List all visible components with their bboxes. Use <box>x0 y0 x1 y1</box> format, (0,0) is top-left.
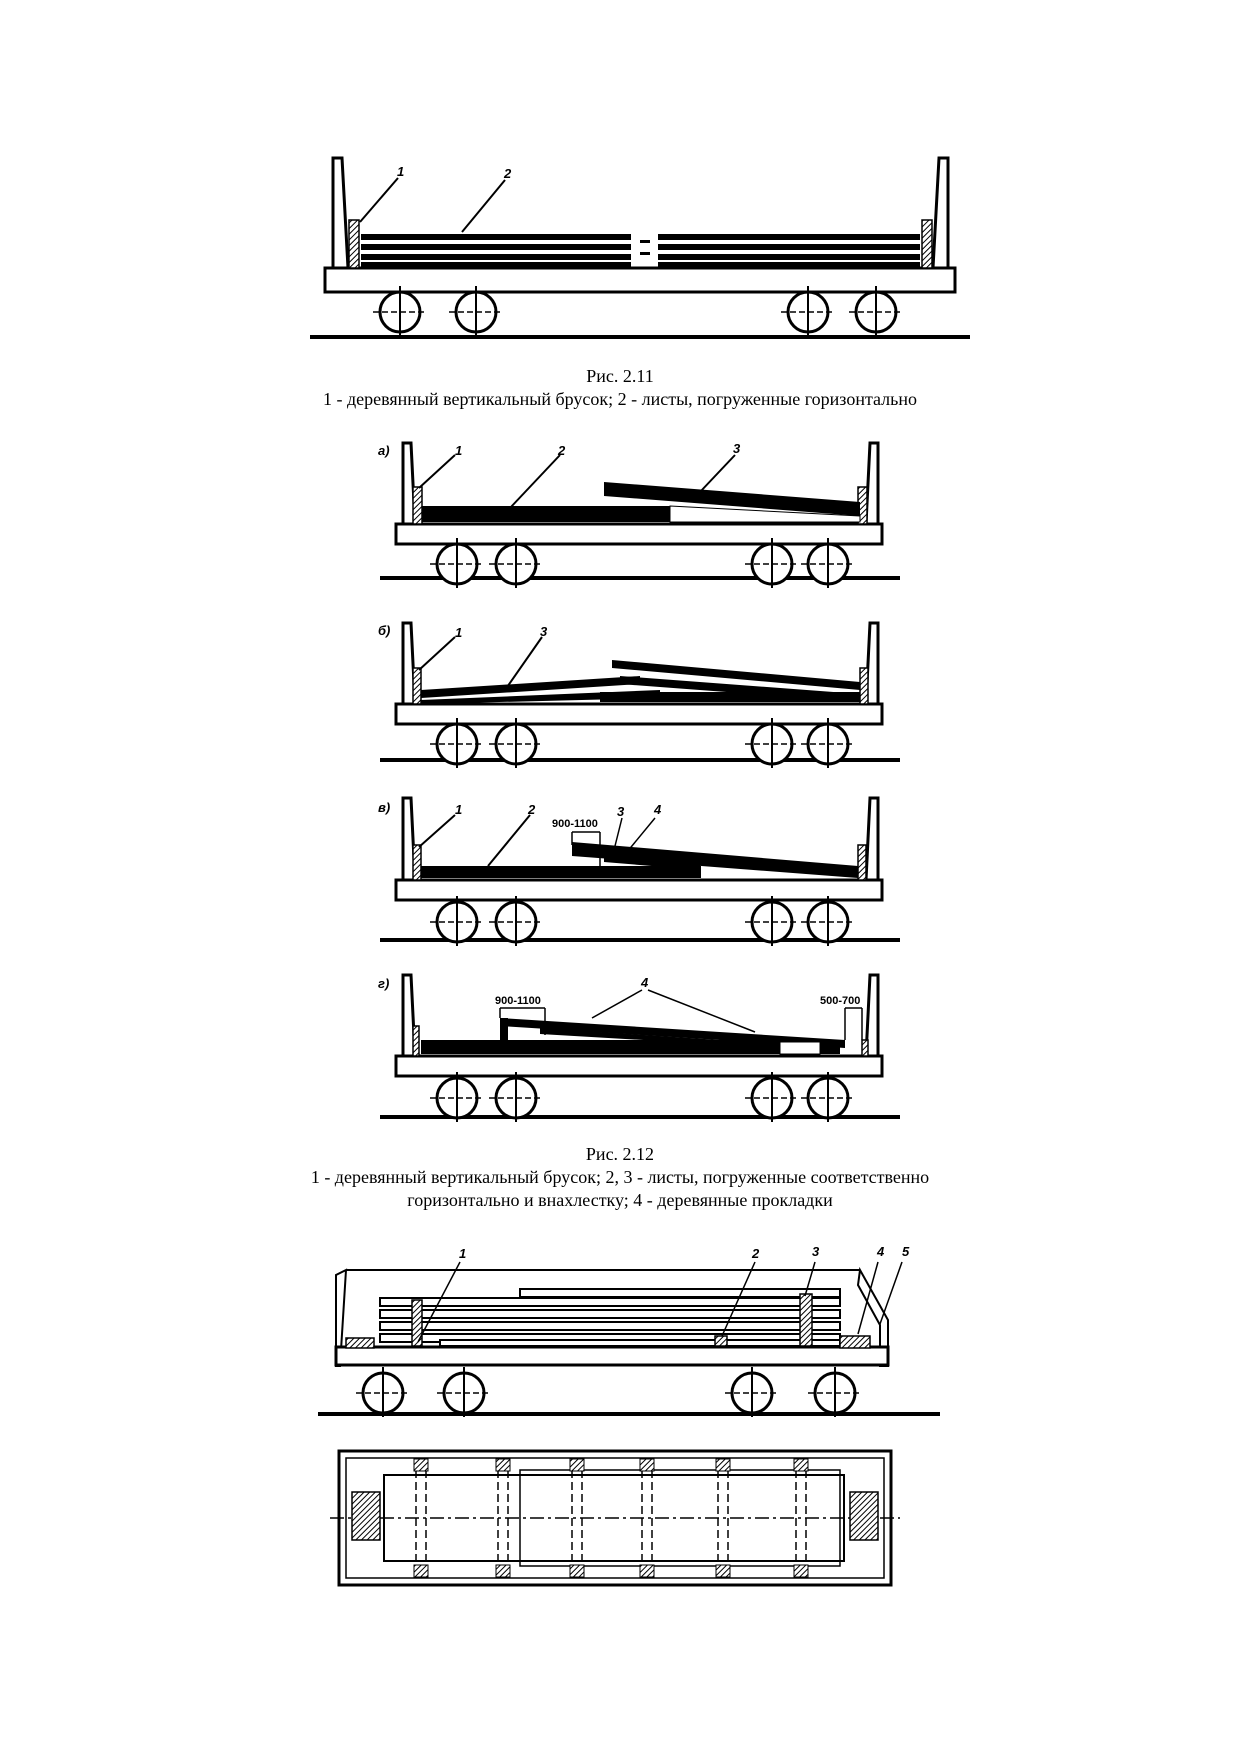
fig-2-12-caption-line2: горизонтально и внахлестку; 4 - деревянн… <box>407 1190 833 1210</box>
fig-2-12d-panel-letter: г) <box>378 976 389 991</box>
figure-2-12c-drawing <box>380 796 900 948</box>
fig-2-12c-callout-4: 4 <box>653 802 662 817</box>
fig-2-13-callout-5: 5 <box>902 1244 910 1259</box>
fig-2-12-title: Рис. 2.12 <box>585 1144 655 1164</box>
fig-2-12d-dimension-left: 900-1100 <box>495 995 541 1007</box>
fig-2-12c-callout-2: 2 <box>527 802 536 817</box>
figure-2-11-drawing <box>310 156 970 339</box>
fig-2-12b-panel-letter: б) <box>378 623 390 638</box>
fig-2-12c-dimension: 900-1100 <box>552 818 598 830</box>
figure-2-12b-drawing <box>380 621 900 770</box>
fig-2-12b-callout-1: 1 <box>455 625 462 640</box>
fig-2-11-caption: 1 - деревянный вертикальный брусок; 2 - … <box>322 389 918 409</box>
figure-2-12d-drawing <box>380 973 900 1124</box>
figure-2-12a-drawing <box>380 441 900 590</box>
fig-2-12a-panel-letter: а) <box>378 443 390 458</box>
fig-2-12a-callout-1: 1 <box>455 443 462 458</box>
fig-2-11-callout-2: 2 <box>503 166 512 181</box>
fig-2-13-callout-2: 2 <box>751 1246 760 1261</box>
fig-2-12a-callout-3: 3 <box>733 441 741 456</box>
fig-2-12a-callout-2: 2 <box>557 443 566 458</box>
figure-2-13-side-drawing <box>318 1261 940 1419</box>
fig-2-11-title: Рис. 2.11 <box>586 366 654 386</box>
fig-2-11-callout-1: 1 <box>397 164 404 179</box>
fig-2-12d-dimension-right: 500-700 <box>820 995 860 1007</box>
fig-2-13-callout-1: 1 <box>459 1246 466 1261</box>
fig-2-12c-panel-letter: в) <box>378 800 390 815</box>
fig-2-12c-callout-1: 1 <box>455 802 462 817</box>
fig-2-13-callout-3: 3 <box>812 1244 820 1259</box>
fig-2-12c-callout-3: 3 <box>617 804 625 819</box>
figure-2-13-plan-drawing <box>330 1449 900 1587</box>
fig-2-12d-callout-4: 4 <box>640 975 649 990</box>
fig-2-12-caption-line1: 1 - деревянный вертикальный брусок; 2, 3… <box>310 1167 930 1187</box>
fig-2-13-callout-4: 4 <box>876 1244 885 1259</box>
fig-2-12b-callout-3: 3 <box>540 624 548 639</box>
